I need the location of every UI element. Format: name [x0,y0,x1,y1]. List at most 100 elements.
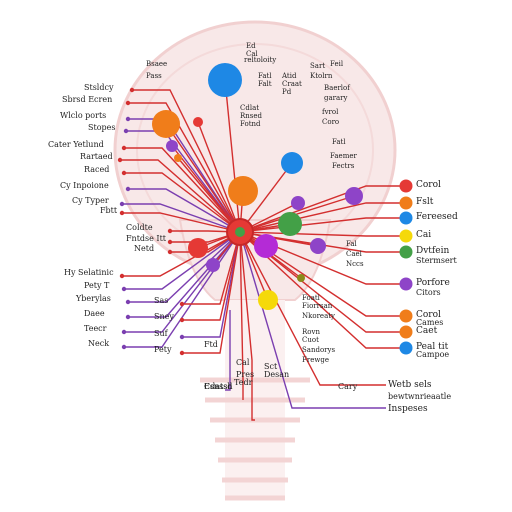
legend-label-12: Campoe [416,350,450,359]
left-connector-tip-15 [125,299,131,305]
node-yellow [258,290,278,310]
left-label-9: Fbtt [100,206,118,215]
legend-label-0: Corol [416,180,441,190]
left-connector-14 [122,231,241,290]
left-connector-tip-11 [167,239,173,245]
top-label-8: Sart [310,62,326,70]
left-label-7: Cy Inpoione [60,181,109,190]
node-small-purple [166,140,178,152]
node-connector-left-upper [165,123,241,233]
left-label-20: Sney [154,312,174,321]
top-label-20: Fatl [332,138,346,146]
left-connector-tip-21 [179,334,185,340]
mid-label-5: Nkoreaty [302,312,336,320]
left-connector-tip-18 [121,344,127,350]
top-label-1: Pass [146,72,162,80]
left-connector-19 [180,231,241,305]
mid-label-14: Pres [236,370,255,379]
legend-label-10: Caet [416,326,438,336]
bottom-left-label: Cdatsh [204,382,233,391]
left-connector-tip-20 [179,317,185,323]
left-label-0: Stsldcy [84,83,114,92]
legend-label-4: Dvtfein [416,246,450,256]
mid-label-4: Fiorrsan [302,302,333,310]
left-connector-4 [122,147,241,233]
bottom-right-label-3: Inspeses [388,404,428,414]
top-label-4: reltoloity [244,56,277,64]
bottom-connector-3 [225,310,231,391]
top-label-5: Fatl [258,72,272,80]
node-left-purple [206,258,220,272]
legend-marker-2 [399,211,413,225]
connection-lines [118,79,406,421]
top-label-9: Craat [282,80,302,88]
legend-label-9: Cames [416,318,444,327]
left-connector-9 [120,212,241,233]
left-label-21: Suf [154,329,168,338]
left-connector-tip-0 [129,87,135,93]
left-label-15: Yberylas [76,294,111,303]
mid-label-15: Tedr [234,378,253,387]
node-center-upper [228,176,258,206]
legend-label-5: Stermsert [416,256,457,265]
legend-connector-4 [239,231,406,253]
left-label-1: Sbrsd Ecren [62,95,113,104]
legend-marker-11 [399,341,413,355]
mid-label-11: Cal [236,358,250,367]
mid-label-9: Frewge [302,356,329,364]
left-connector-tip-4 [121,145,127,151]
node-small-red [193,117,203,127]
legend-marker-3 [399,229,413,243]
top-label-6: Falt [258,80,272,88]
node-connector-right-purple-2 [239,195,355,233]
top-label-7: Atid [282,72,297,80]
left-connector-tip-7 [125,186,131,192]
bottom-connector-4 [239,231,386,386]
mid-label-7: Cuot [302,336,319,344]
legend-connector-6 [239,231,406,285]
legend-label-7: Citors [416,288,441,297]
legend-marker-1 [399,196,413,210]
left-connector-tip-13 [119,273,125,279]
top-label-14: Feil [330,60,344,68]
left-connector-20 [180,231,241,321]
legend-connector-8 [239,231,406,317]
node-left-upper [152,110,180,138]
top-label-10: Pd [282,88,292,96]
left-label-19: Sas [154,296,169,305]
top-label-11: Cdlat [240,104,260,112]
left-label-12: Netd [134,244,155,253]
node-right-purple [310,238,326,254]
legend-marker-4 [399,245,413,259]
top-label-21: Faemer [330,152,357,160]
left-connector-8 [120,203,241,233]
node-left-red [188,238,208,258]
node-connector-small-orange [177,157,241,233]
left-label-13: Hy Selatinic [64,268,114,277]
mid-label-12: Sct [264,362,278,371]
left-connector-tip-6 [121,170,127,176]
top-label-17: garary [324,94,348,102]
left-connector-15 [126,231,241,303]
mid-label-2: Nccs [346,260,364,268]
left-connector-tip-8 [119,201,125,207]
top-label-18: fvrol [322,108,339,116]
node-top [208,63,242,97]
top-label-13: Fotnd [240,120,261,128]
left-connector-tip-14 [121,286,127,292]
top-label-3: Cal [246,50,258,58]
legend-label-8: Corol [416,310,441,320]
legend-label-2: Fereesed [416,212,458,222]
node-connector-top [224,79,241,233]
left-connector-6 [122,172,241,233]
left-label-4: Cater Yetlund [48,140,104,149]
legend-marker-10 [399,325,413,339]
node-right-purple-3 [291,196,305,210]
mid-label-17: Cary [338,382,358,391]
mid-label-3: Foatl [302,294,320,302]
legend-marker-0 [399,179,413,193]
legend-connector-10 [239,231,406,333]
left-label-8: Cy Typer [72,196,109,205]
top-label-15: Ktolrn [310,72,333,80]
legend-label-6: Porfore [416,278,450,288]
